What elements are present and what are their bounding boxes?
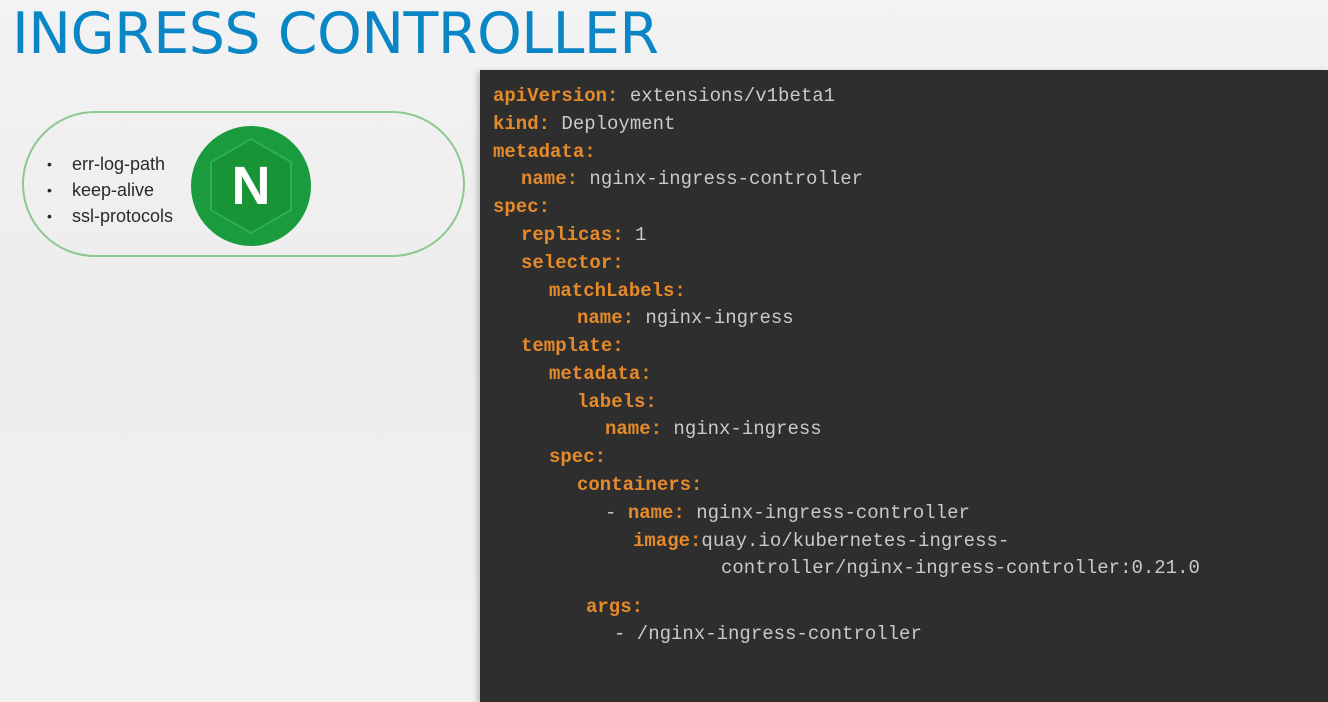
yaml-key: name:: [577, 307, 635, 329]
code-line-args-item: - /nginx-ingress-controller: [614, 622, 922, 646]
config-option-label: keep-alive: [72, 180, 155, 200]
yaml-value: nginx-ingress-controller: [589, 168, 864, 190]
yaml-key: template:: [521, 335, 624, 357]
code-line-template: template:: [521, 334, 624, 358]
yaml-list-dash: -: [605, 502, 617, 524]
yaml-key: name:: [605, 418, 663, 440]
yaml-value: nginx-ingress-controller: [696, 502, 970, 524]
code-line-spec: spec:: [493, 195, 550, 219]
yaml-key: kind:: [493, 113, 551, 135]
code-line-selector-name: name: nginx-ingress: [577, 306, 794, 330]
code-line-container-name: - name: nginx-ingress-controller: [605, 501, 970, 525]
nginx-logo-letter: N: [232, 156, 271, 216]
yaml-value: nginx-ingress: [645, 307, 794, 329]
yaml-key: spec:: [549, 446, 607, 468]
code-line-image-continued: controller/nginx-ingress-controller:0.21…: [721, 556, 1200, 580]
code-line-metadata: metadata:: [493, 140, 596, 164]
yaml-key: replicas:: [521, 224, 624, 246]
yaml-key: name:: [627, 502, 685, 524]
yaml-key: containers:: [577, 474, 703, 496]
code-line-label-name: name: nginx-ingress: [605, 417, 822, 441]
yaml-key: metadata:: [493, 141, 596, 163]
yaml-value: 1: [635, 224, 647, 246]
config-option-item: • ssl-protocols: [47, 203, 173, 229]
yaml-key: image:: [633, 530, 702, 552]
config-options-list: • err-log-path • keep-alive • ssl-protocols: [47, 151, 173, 229]
yaml-value: controller/nginx-ingress-controller:0.21…: [721, 557, 1200, 579]
code-line-selector: selector:: [521, 251, 624, 275]
yaml-key: apiVersion:: [493, 85, 619, 107]
yaml-key: selector:: [521, 252, 624, 274]
code-line-containers: containers:: [577, 473, 702, 497]
code-line-apiversion: apiVersion: extensions/v1beta1: [493, 84, 835, 108]
yaml-value: quay.io/kubernetes-ingress-: [701, 530, 1010, 552]
yaml-value: - /nginx-ingress-controller: [614, 623, 922, 645]
config-option-label: err-log-path: [72, 154, 166, 174]
yaml-key: matchLabels:: [549, 280, 686, 302]
bullet-icon: •: [47, 182, 52, 198]
yaml-code-panel: apiVersion: extensions/v1beta1 kind: Dep…: [480, 70, 1328, 702]
nginx-logo-icon: N: [190, 125, 312, 247]
config-option-item: • err-log-path: [47, 151, 173, 177]
code-line-kind: kind: Deployment: [493, 112, 675, 136]
config-option-item: • keep-alive: [47, 177, 173, 203]
yaml-key: metadata:: [549, 363, 652, 385]
config-option-label: ssl-protocols: [72, 206, 174, 226]
code-line-template-metadata: metadata:: [549, 362, 652, 386]
yaml-key: spec:: [493, 196, 551, 218]
code-line-labels: labels:: [577, 390, 657, 414]
code-line-image: image:quay.io/kubernetes-ingress-: [633, 529, 1009, 553]
code-line-metadata-name: name: nginx-ingress-controller: [521, 167, 863, 191]
yaml-key: name:: [521, 168, 579, 190]
code-line-replicas: replicas: 1: [521, 223, 646, 247]
yaml-value: nginx-ingress: [673, 418, 822, 440]
bullet-icon: •: [47, 208, 52, 224]
bullet-icon: •: [47, 156, 52, 172]
slide-title: INGRESS CONTROLLER: [12, 1, 659, 67]
yaml-key: labels:: [577, 391, 657, 413]
code-line-args: args:: [586, 595, 643, 619]
code-line-template-spec: spec:: [549, 445, 606, 469]
yaml-key: args:: [586, 596, 644, 618]
yaml-value: extensions/v1beta1: [629, 85, 836, 107]
nginx-config-pill: [22, 111, 465, 257]
code-line-matchlabels: matchLabels:: [549, 279, 686, 303]
yaml-value: Deployment: [561, 113, 676, 135]
